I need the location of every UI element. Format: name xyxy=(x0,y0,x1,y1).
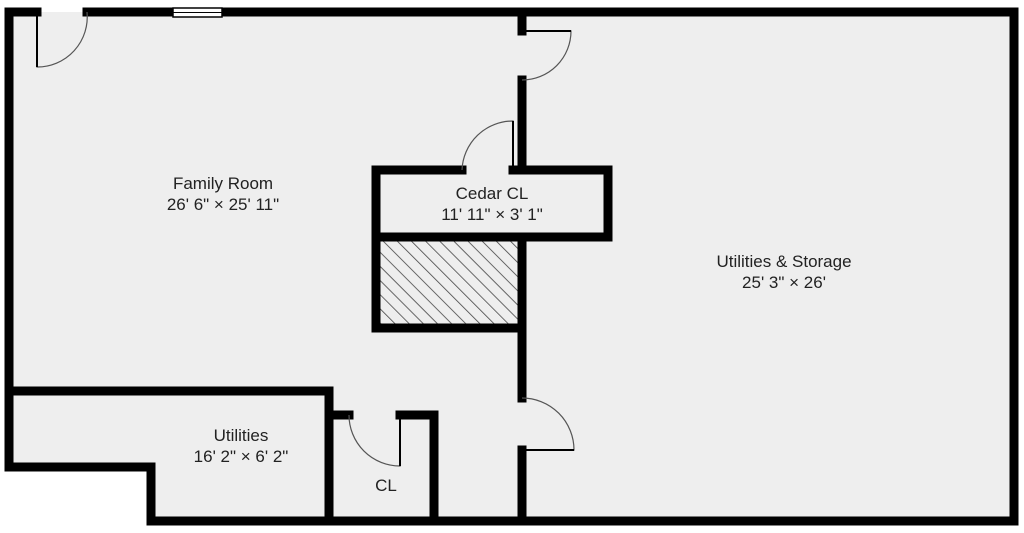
door-exterior-swing xyxy=(36,11,88,68)
door-storage-top-swing xyxy=(521,30,572,81)
utilities-dimensions: 16' 2" × 6' 2" xyxy=(194,447,289,466)
utilities-storage-name: Utilities & Storage xyxy=(716,252,851,271)
doors xyxy=(36,11,575,467)
utilities-name: Utilities xyxy=(214,426,269,445)
door-cedar-swing xyxy=(461,120,514,171)
family-room-name: Family Room xyxy=(173,174,273,193)
door-storage-bottom-swing xyxy=(521,397,575,451)
utilities-storage-dimensions: 25' 3" × 26' xyxy=(742,273,826,292)
window xyxy=(172,7,223,18)
family-room-dimensions: 26' 6" × 25' 11" xyxy=(167,195,279,214)
closet-name: CL xyxy=(375,476,397,495)
cedar-closet-name: Cedar CL xyxy=(456,184,529,203)
walls xyxy=(4,7,1019,526)
door-closet-swing xyxy=(348,414,401,467)
hatched-structure xyxy=(376,237,522,328)
cedar-closet-dimensions: 11' 11" × 3' 1" xyxy=(441,205,543,224)
